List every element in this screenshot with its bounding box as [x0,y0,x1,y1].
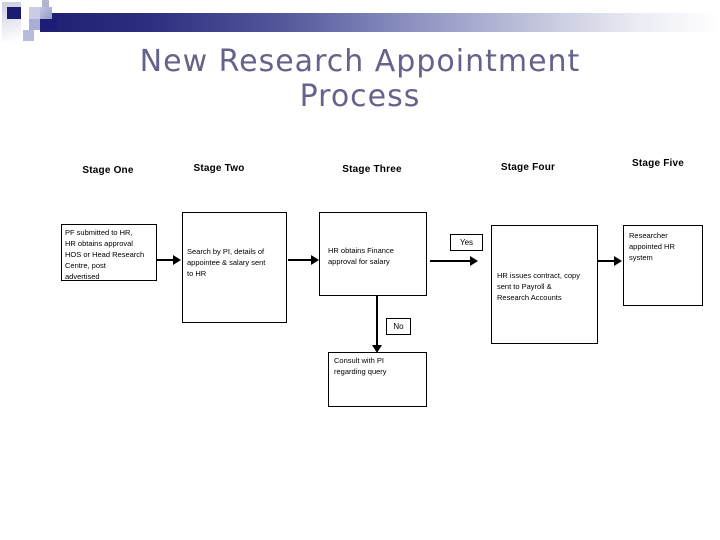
stage-three-heading: Stage Three [342,164,402,175]
decoration-square-gradient [40,7,52,19]
decoration-square-light [29,7,40,19]
stage-five-heading: Stage Five [631,158,685,169]
arrow-stage4-to-stage5-head [614,256,622,266]
slide-title-line1: New Research Appointment [139,44,581,79]
arrow-stage3-to-consult-line [376,296,378,346]
arrow-stage3-to-stage4-line [430,260,472,262]
stage-four-heading: Stage Four [500,162,556,173]
slide-title-line2: Process [299,79,421,114]
flow-box-consult-pi: Consult with PI regarding query [328,352,427,407]
flow-box-stage-two: Search by PI, details of appointee & sal… [182,212,287,323]
flow-box-stage-three: HR obtains Finance approval for salary [319,212,427,296]
decoration-square-periwinkle-2 [23,30,34,41]
arrow-stage2-to-stage3-line [288,259,313,261]
arrow-stage4-to-stage5-line [598,260,616,262]
decoration-square-periwinkle [29,19,40,30]
no-label-box: No [386,318,411,335]
flow-box-stage-one: PF submitted to HR, HR obtains approval … [61,224,157,281]
stage-one-heading: Stage One [82,165,134,176]
flow-box-stage-four: HR issues contract, copy sent to Payroll… [491,225,598,344]
flow-box-stage-five: Researcher appointed HR system [623,225,703,306]
yes-label-box: Yes [450,234,483,251]
arrow-stage1-to-stage2-line [157,259,175,261]
arrow-stage2-to-stage3-head [311,255,319,265]
arrow-stage3-to-stage4-head [470,256,478,266]
decoration-square-gray [42,0,49,7]
stage-two-heading: Stage Two [193,163,245,174]
header-gradient-bar [40,13,720,32]
arrow-stage3-to-consult-head [372,345,382,353]
decoration-square-navy-2 [40,19,57,30]
decoration-square-navy [7,7,21,19]
arrow-stage1-to-stage2-head [173,255,181,265]
